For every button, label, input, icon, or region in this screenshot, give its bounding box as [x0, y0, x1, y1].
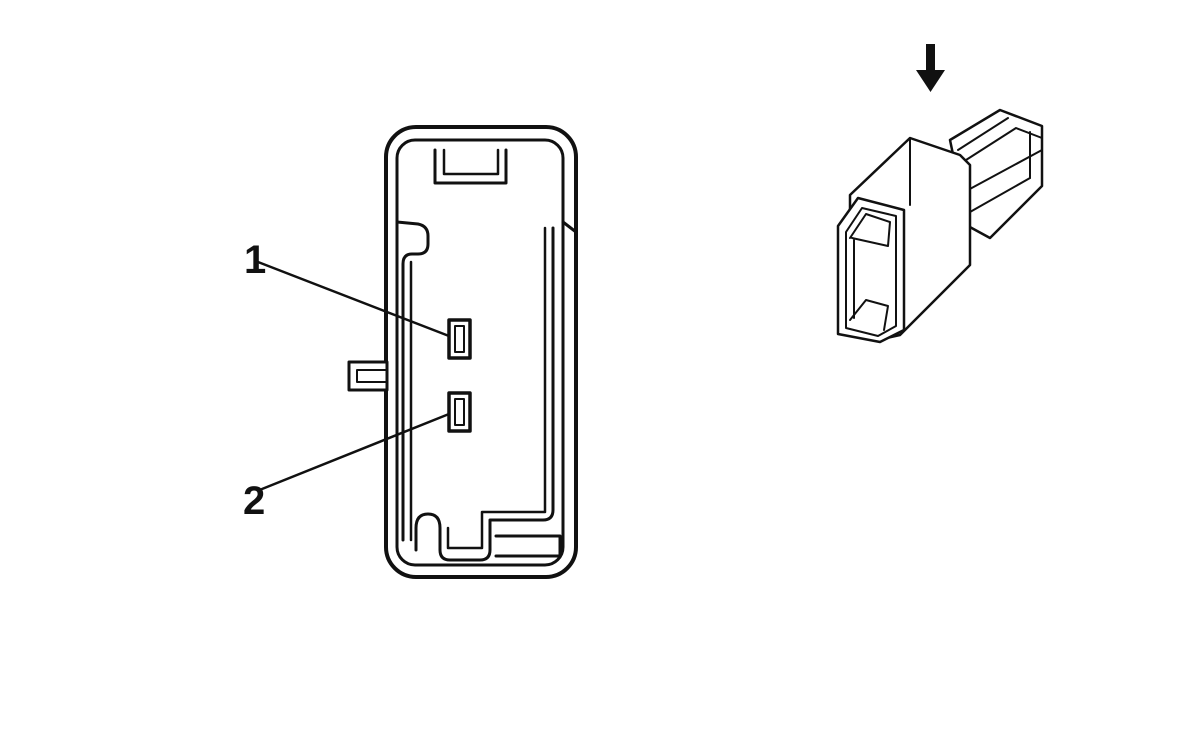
pin-label-2: 2 [243, 479, 265, 523]
side-latch-tab [347, 360, 389, 392]
right-side-ridge [561, 220, 578, 542]
top-keying-notch [433, 148, 508, 185]
pin-cavity-2 [447, 391, 472, 433]
connector-face-view [256, 125, 578, 579]
bottom-foot [494, 534, 562, 558]
latch-hook [395, 220, 430, 542]
connector-housing-rim [395, 138, 565, 567]
leader-line-2 [260, 412, 451, 491]
down-arrow-icon [916, 44, 945, 92]
pin-label-1: 1 [244, 238, 266, 282]
connector-outer-housing [384, 125, 578, 579]
inner-cavity [414, 226, 555, 562]
leader-line-1 [256, 260, 451, 338]
pin-cavity-1 [447, 318, 472, 360]
connector-3d-view [836, 108, 1044, 344]
connector-front-face [836, 196, 906, 344]
